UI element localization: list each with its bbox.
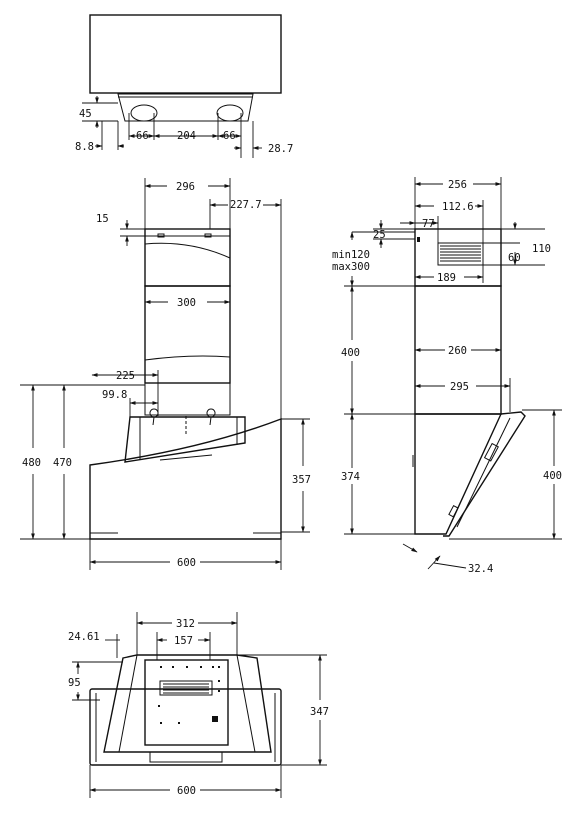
- dim-max300: max300: [332, 261, 370, 273]
- dim-95: 95: [68, 677, 81, 689]
- dim-157: 157: [174, 635, 193, 647]
- dim-296: 296: [176, 181, 195, 193]
- duct-housing-top: [117, 93, 254, 122]
- dim-15: 15: [96, 213, 109, 225]
- front-view: 296 227.7 15 300 225 99.8 480: [20, 178, 311, 570]
- dim-400-right: 400: [543, 470, 562, 482]
- filter-grille: [159, 680, 213, 696]
- dim-110: 110: [532, 243, 551, 255]
- dim-66-left: 66: [136, 130, 149, 142]
- dim-24-61: 24.61: [68, 631, 100, 643]
- side-body: [414, 413, 503, 535]
- dim-204: 204: [177, 130, 196, 142]
- dim-357: 357: [292, 474, 311, 486]
- dim-256: 256: [448, 179, 467, 191]
- side-view: 256 112.6 77 25 min120 max300 110 60: [332, 177, 562, 575]
- mount-bracket: [144, 382, 231, 416]
- side-glass: [443, 411, 526, 537]
- dim-227-7: 227.7: [230, 199, 262, 211]
- dim-295: 295: [450, 381, 469, 393]
- dim-66-right: 66: [223, 130, 236, 142]
- dim-28-7: 28.7: [268, 143, 293, 155]
- dim-600-bottom: 600: [177, 785, 196, 797]
- dim-77: 77: [422, 218, 435, 230]
- top-view: 45 8.8 66 204 66 28.7: [75, 14, 293, 158]
- bottom-view: 312 157 24.61 95 347 600: [68, 612, 329, 798]
- dim-480: 480: [22, 457, 41, 469]
- dim-112-6: 112.6: [442, 201, 474, 213]
- dim-189: 189: [437, 272, 456, 284]
- dim-45: 45: [79, 108, 92, 120]
- dim-225: 225: [116, 370, 135, 382]
- dim-8-8: 8.8: [75, 141, 94, 153]
- mount-hole-left: [130, 104, 158, 122]
- hood-top-glass: [89, 14, 282, 94]
- vent-grille: [437, 242, 484, 266]
- bottom-lip: [149, 751, 223, 763]
- dim-347: 347: [310, 706, 329, 718]
- dim-470: 470: [53, 457, 72, 469]
- dim-min120: min120: [332, 249, 370, 261]
- dim-312: 312: [176, 618, 195, 630]
- dim-600-front: 600: [177, 557, 196, 569]
- dim-400-upper: 400: [341, 347, 360, 359]
- mount-hole-right: [216, 104, 244, 122]
- bottom-plate: [144, 659, 229, 746]
- dim-374: 374: [341, 471, 360, 483]
- glass-panel: [89, 417, 282, 540]
- dim-32-4: 32.4: [468, 563, 493, 575]
- dim-99-8: 99.8: [102, 389, 127, 401]
- motor-housing: [124, 416, 246, 463]
- dim-260: 260: [448, 345, 467, 357]
- dim-60: 60: [508, 252, 521, 264]
- bottom-glass: [89, 688, 282, 766]
- dim-25: 25: [373, 229, 386, 241]
- dim-300: 300: [177, 297, 196, 309]
- chimney-upper: [144, 228, 231, 287]
